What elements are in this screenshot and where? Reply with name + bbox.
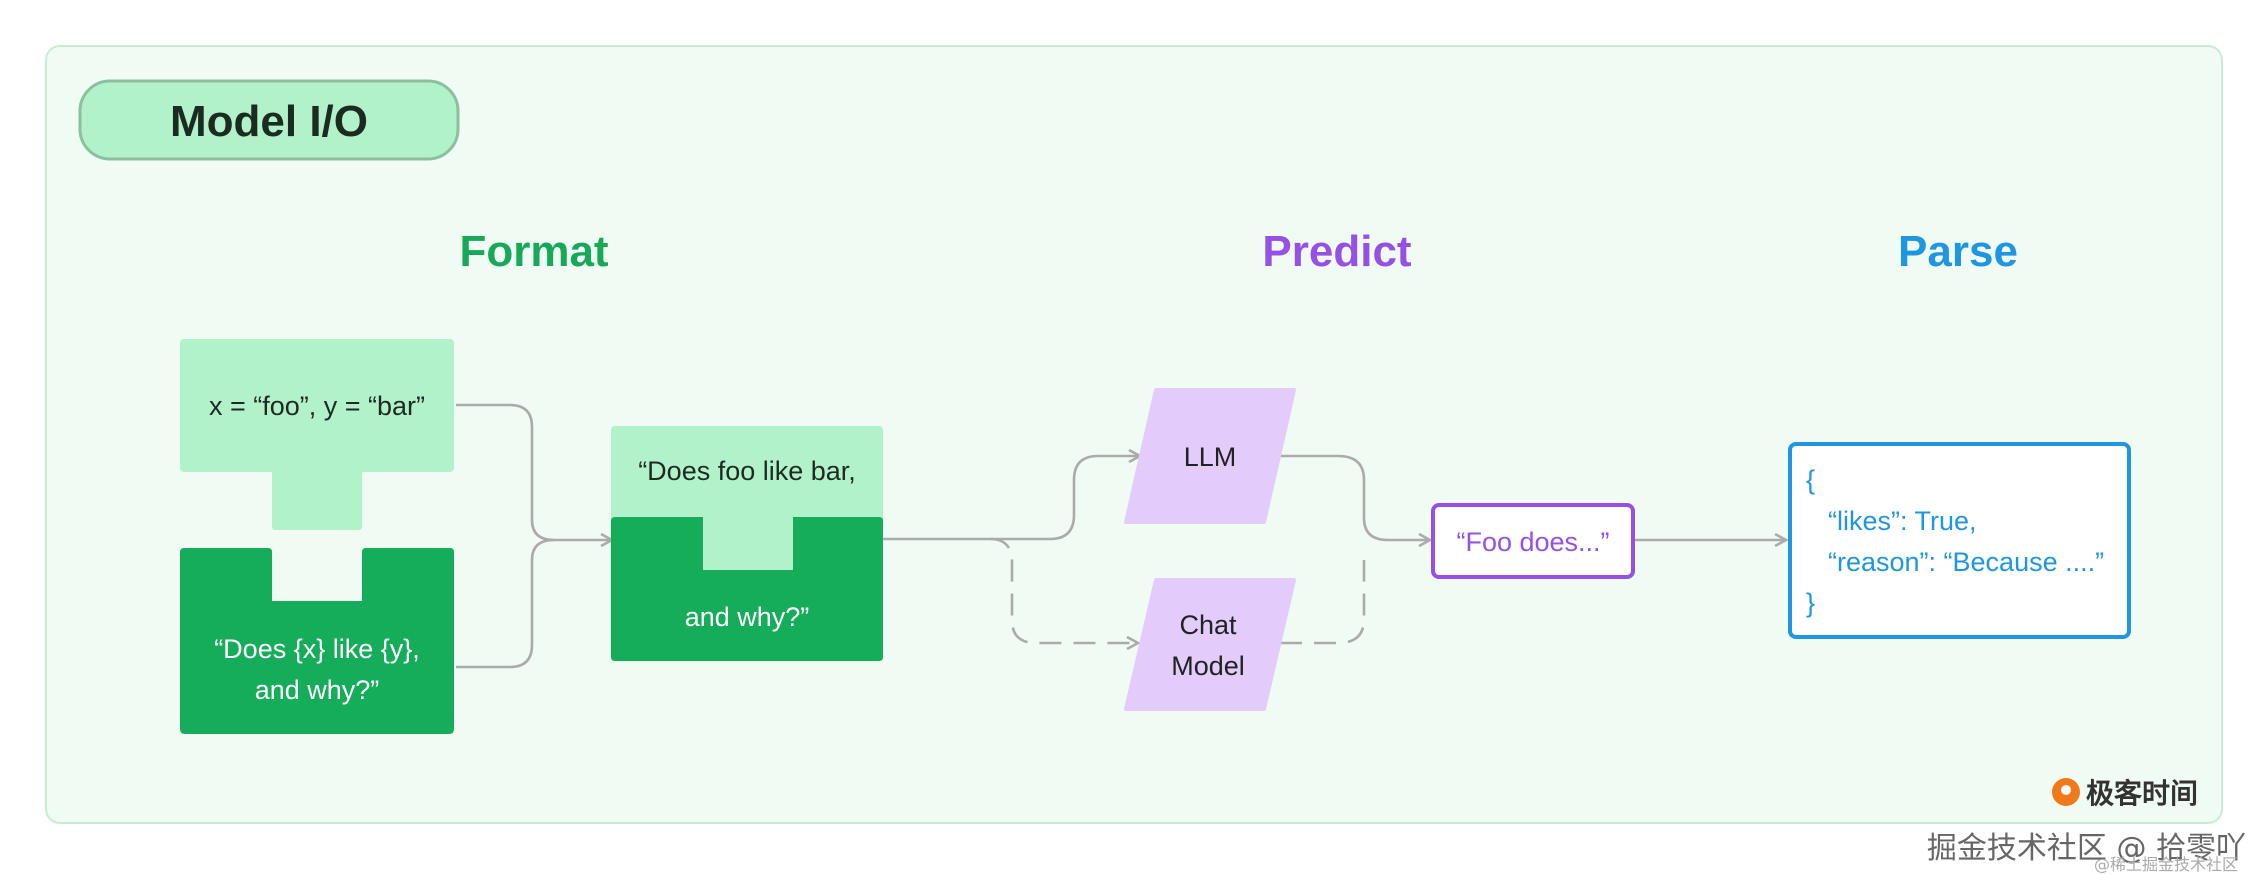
chat-model-label-line2: Model (1171, 651, 1245, 681)
connector-prompt-to-llm (883, 456, 1140, 541)
template-block: “Does {x} like {y}, and why?” (180, 548, 454, 734)
stage-title-predict: Predict (1262, 227, 1412, 276)
stage-title-parse: Parse (1898, 227, 2018, 276)
output-text: “Foo does...” (1456, 527, 1609, 557)
stage-title-format: Format (459, 227, 608, 276)
connector-template-to-prompt (456, 538, 555, 669)
brand-logo-text: 极客时间 (2086, 777, 2199, 810)
template-text-line1: “Does {x} like {y}, (214, 634, 420, 664)
parse-line-3: “reason”: “Because ....” (1828, 547, 2104, 577)
connector-chat-model-to-output (1280, 560, 1366, 645)
template-text-line2: and why?” (255, 675, 380, 705)
prompt-block: “Does foo like bar, and why?” (611, 426, 883, 661)
llm-label: LLM (1184, 442, 1237, 472)
parse-line-1: { (1806, 465, 1815, 495)
connector-llm-to-output (1280, 454, 1430, 540)
connector-prompt-to-chat-model (989, 537, 1138, 643)
prompt-text-line1: “Does foo like bar, (638, 456, 856, 486)
watermark-sub: @稀土掘金技术社区 (2093, 855, 2238, 874)
parse-line-2: “likes”: True, (1828, 506, 1977, 536)
brand-logo-icon (2052, 778, 2080, 806)
parse-line-4: } (1806, 588, 1815, 618)
brand-logo: 极客时间 (2052, 772, 2198, 812)
parse-output-node: { “likes”: True, “reason”: “Because ....… (1788, 442, 2131, 639)
watermark: 掘金技术社区 @ 拾零吖 (1926, 831, 2246, 866)
variables-block: x = “foo”, y = “bar” (180, 339, 454, 530)
chat-model-node: Chat Model (1124, 578, 1296, 711)
connector-vars-to-prompt (456, 403, 612, 540)
prompt-text-line2: and why?” (685, 602, 810, 632)
page-title: Model I/O (170, 97, 368, 146)
model-io-panel (45, 45, 2223, 824)
output-node: “Foo does...” (1431, 503, 1635, 579)
variables-text: x = “foo”, y = “bar” (209, 391, 425, 421)
llm-node: LLM (1124, 388, 1296, 524)
title-pill: Model I/O (78, 79, 460, 161)
chat-model-label-line1: Chat (1179, 610, 1237, 640)
